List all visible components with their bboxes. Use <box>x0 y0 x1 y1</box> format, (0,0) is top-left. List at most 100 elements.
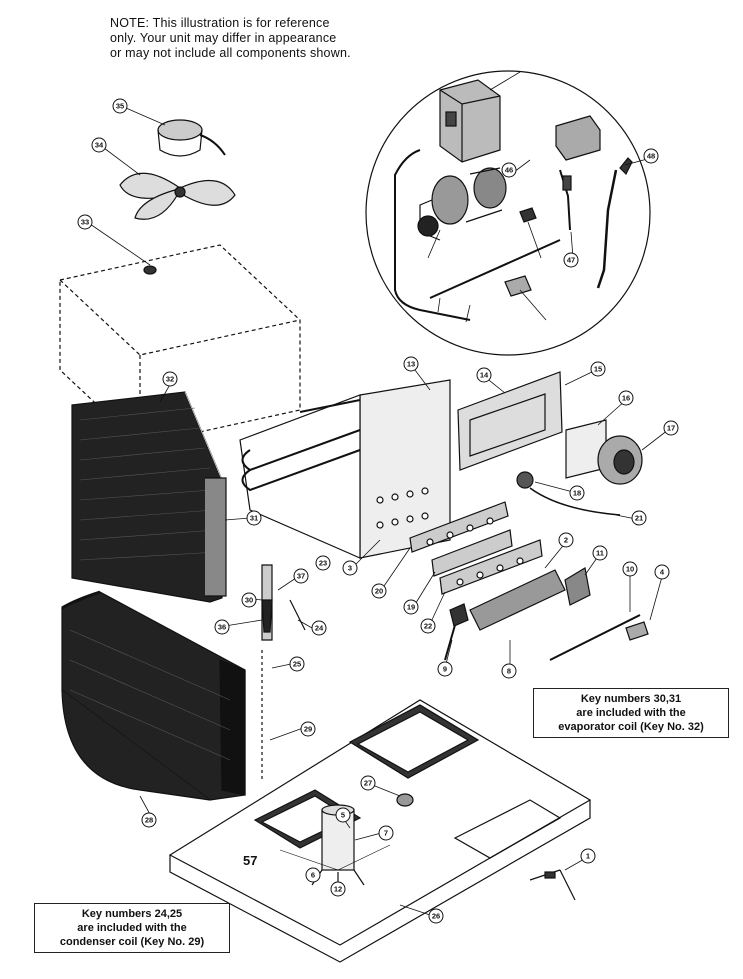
callout-7: 7 <box>378 825 394 841</box>
note-line-2: only. Your unit may differ in appearance <box>110 31 337 45</box>
callout-circle <box>428 908 444 924</box>
callout-circle <box>569 485 585 501</box>
evaporator-coil <box>71 391 227 603</box>
callout-number: 46 <box>505 166 513 175</box>
callout-number: 1 <box>586 852 590 861</box>
callout-number: 3 <box>348 564 352 573</box>
callout-circle <box>563 252 579 268</box>
condenser-key-note: Key numbers 24,25 are included with the … <box>34 903 230 953</box>
inducer-motor <box>417 167 507 241</box>
evap-note-line-1: Key numbers 30,31 <box>580 693 682 705</box>
callout-circle <box>403 599 419 615</box>
callout-6: 6 <box>305 867 321 883</box>
callout-23: 23 <box>315 555 331 571</box>
callout-number: 29 <box>304 725 312 734</box>
callout-circle <box>378 825 394 841</box>
callout-47: 47 <box>563 252 579 268</box>
callout-22: 22 <box>420 618 436 634</box>
callout-number: 21 <box>635 514 643 523</box>
callout-30: 30 <box>241 592 257 608</box>
callout-13: 13 <box>403 356 419 372</box>
callout-circle <box>289 656 305 672</box>
note-line-1: NOTE: This illustration is for reference <box>110 16 330 30</box>
callout-circle <box>300 721 316 737</box>
callout-circle <box>420 618 436 634</box>
callout-number: 7 <box>384 829 388 838</box>
callout-number: 48 <box>647 152 655 161</box>
callout-circle <box>330 881 346 897</box>
callout-16: 16 <box>618 390 634 406</box>
callout-number: 16 <box>622 394 630 403</box>
cond-note-line-3: condenser coil (Key No. 29) <box>59 936 205 948</box>
callout-circle <box>643 148 659 164</box>
callout-circle <box>558 532 574 548</box>
callout-circle <box>112 98 128 114</box>
callout-number: 34 <box>95 141 104 150</box>
callout-number: 2 <box>564 536 568 545</box>
callout-circle <box>501 162 517 178</box>
cond-note-line-1: Key numbers 24,25 <box>81 908 183 920</box>
callout-number: 19 <box>407 603 415 612</box>
cond-note-line-2: are included with the <box>77 922 187 934</box>
callout-number: 6 <box>311 871 315 880</box>
callout-circle <box>214 619 230 635</box>
callout-number: 23 <box>319 559 327 568</box>
evap-note-line-3: evaporator coil (Key No. 32) <box>558 721 704 733</box>
callout-2: 2 <box>558 532 574 548</box>
callout-18: 18 <box>569 485 585 501</box>
callout-circle <box>592 545 608 561</box>
callout-14: 14 <box>476 367 492 383</box>
callout-number: 12 <box>334 885 342 894</box>
callout-1: 1 <box>580 848 596 864</box>
callout-number: 18 <box>573 489 581 498</box>
heat-exchanger <box>239 379 451 559</box>
callout-number: 14 <box>480 371 489 380</box>
callout-number: 17 <box>667 424 675 433</box>
callout-35: 35 <box>112 98 128 114</box>
callout-circle <box>360 775 376 791</box>
callout-20: 20 <box>371 583 387 599</box>
callout-9: 9 <box>437 661 453 677</box>
callout-circle <box>305 867 321 883</box>
callout-circle <box>618 390 634 406</box>
callout-number: 13 <box>407 360 415 369</box>
callout-number: 25 <box>293 660 301 669</box>
callout-circle <box>91 137 107 153</box>
callout-circle <box>141 812 157 828</box>
callout-circle <box>77 214 93 230</box>
callout-circle <box>663 420 679 436</box>
callout-number: 33 <box>81 218 89 227</box>
callout-circle <box>580 848 596 864</box>
callout-number: 28 <box>145 816 153 825</box>
callout-33: 33 <box>77 214 93 230</box>
callout-circle <box>311 620 327 636</box>
callout-number: 22 <box>424 622 432 631</box>
evap-note-line-2: are included with the <box>576 707 686 719</box>
callout-circle <box>246 510 262 526</box>
callout-circle <box>335 807 351 823</box>
callout-28: 28 <box>141 812 157 828</box>
callout-17: 17 <box>663 420 679 436</box>
condenser-coil <box>61 590 246 801</box>
detail-inset-circle <box>365 70 651 356</box>
callout-number: 5 <box>341 811 345 820</box>
callout-circle <box>590 361 606 377</box>
callout-circle <box>293 568 309 584</box>
callout-24: 24 <box>311 620 327 636</box>
callout-number: 4 <box>660 568 665 577</box>
callout-34: 34 <box>91 137 107 153</box>
base-pan <box>168 699 592 963</box>
callout-circle <box>631 510 647 526</box>
part-57-label: 57 <box>243 853 258 868</box>
callout-number: 24 <box>315 624 324 633</box>
callout-circle <box>403 356 419 372</box>
fan-motor <box>157 119 226 157</box>
callout-4: 4 <box>654 564 670 580</box>
callout-circle <box>654 564 670 580</box>
callout-number: 26 <box>432 912 440 921</box>
gas-valve <box>394 79 501 321</box>
callout-circle <box>622 561 638 577</box>
callout-number: 10 <box>626 565 634 574</box>
